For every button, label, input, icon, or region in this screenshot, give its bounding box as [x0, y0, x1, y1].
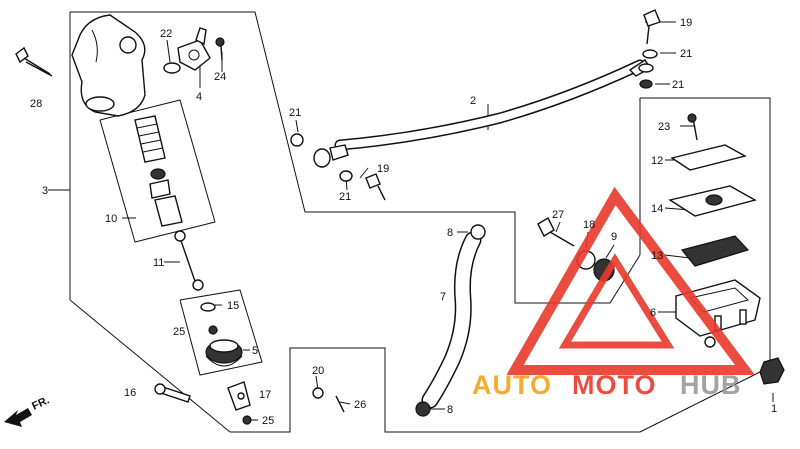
master-cylinder-body	[71, 14, 146, 117]
callout-25-lower: 25	[262, 415, 274, 427]
watermark-logo: AUTO MOTO HUB	[472, 186, 755, 400]
front-direction-marker: FR.	[4, 394, 51, 427]
watermark-auto: AUTO	[472, 370, 552, 400]
callout-21-c: 21	[289, 107, 301, 119]
callout-2: 2	[470, 95, 476, 107]
callout-21-d: 21	[339, 191, 351, 203]
group-outlines	[69, 11, 771, 433]
callout-10: 10	[105, 213, 117, 225]
watermark-hub: HUB	[680, 370, 742, 400]
hose-7	[415, 224, 486, 417]
fr-label: FR.	[30, 394, 51, 412]
reservoir-parts	[312, 113, 785, 413]
callout-8-upper: 8	[447, 227, 453, 239]
inlet-fitting	[163, 27, 225, 74]
watermark-moto: MOTO	[572, 370, 657, 400]
bolt-28	[15, 46, 53, 77]
leader-lines	[48, 21, 774, 421]
callout-19-upper: 19	[680, 17, 692, 29]
callout-18: 18	[583, 219, 595, 231]
callout-4: 4	[196, 91, 202, 103]
callout-24: 24	[214, 71, 226, 83]
callout-13: 13	[651, 250, 663, 262]
callout-21-b: 21	[672, 79, 684, 91]
callout-20: 20	[312, 365, 324, 377]
callout-22: 22	[160, 28, 172, 40]
callout-17: 17	[259, 389, 271, 401]
callout-7: 7	[440, 291, 446, 303]
callout-14: 14	[651, 203, 663, 215]
callout-8-lower: 8	[447, 404, 453, 416]
callout-5: 5	[252, 345, 258, 357]
callout-19-lower: 19	[377, 163, 389, 175]
piston-assembly	[134, 115, 204, 291]
callout-3: 3	[42, 185, 48, 197]
callout-25-upper: 25	[173, 326, 185, 338]
callout-26: 26	[354, 399, 366, 411]
callout-16: 16	[124, 387, 136, 399]
callout-9: 9	[611, 231, 617, 243]
callout-6: 6	[650, 307, 656, 319]
boot-and-clevis	[154, 302, 252, 425]
callout-27: 27	[552, 209, 564, 221]
callout-1: 1	[771, 403, 777, 415]
callout-21-a: 21	[680, 48, 692, 60]
hose-2	[290, 9, 661, 201]
callout-12: 12	[651, 155, 663, 167]
callout-28: 28	[30, 98, 42, 110]
callout-15: 15	[227, 300, 239, 312]
callout-11: 11	[153, 257, 164, 269]
callout-23: 23	[658, 121, 670, 133]
callout-labels: 1 2 3 4 5 6 7 8 8 9 10 11 12 13 14 15 16…	[30, 17, 777, 427]
